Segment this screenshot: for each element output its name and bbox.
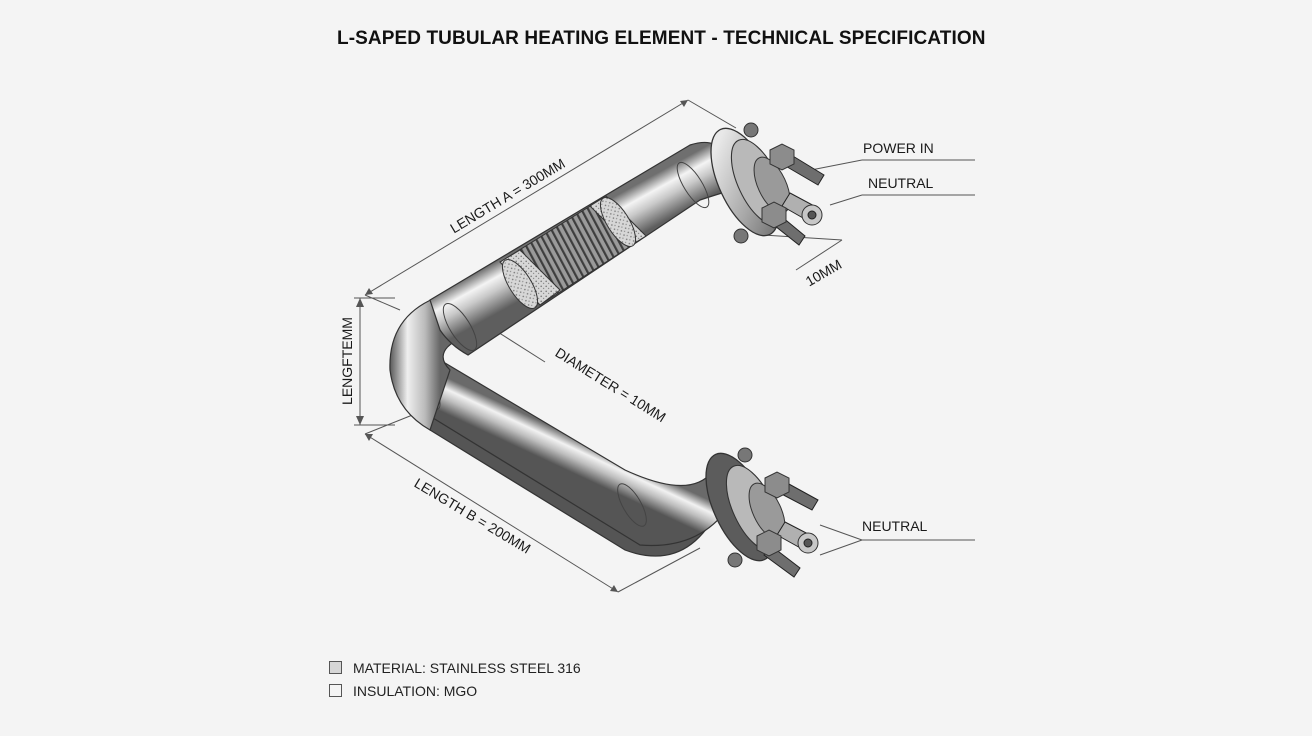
length-side-label: LENGFTEMM: [339, 317, 355, 405]
lower-terminal-assembly: [705, 447, 819, 578]
upper-terminal-assembly: [710, 122, 825, 246]
diagram-title: L-SAPED TUBULAR HEATING ELEMENT - TECHNI…: [337, 28, 986, 49]
tube-lower-leg: [413, 359, 731, 557]
neutral-top-label: NEUTRAL: [868, 175, 934, 191]
dimension-lines: [354, 99, 975, 593]
legend-insulation-label: INSULATION: MGO: [353, 682, 478, 699]
cutaway-section: [499, 195, 647, 309]
diameter-label: DIAMETER = 10MM: [552, 344, 668, 425]
legend-material-label: MATERIAL: STAINLESS STEEL 316: [353, 659, 581, 676]
legend: MATERIAL: STAINLESS STEEL 316 INSULATION…: [329, 656, 581, 702]
dimension-arrowheads: [356, 100, 688, 592]
length-b-label: LENGTH B = 200MM: [412, 475, 534, 557]
material-swatch: [329, 661, 342, 674]
legend-item-insulation: INSULATION: MGO: [329, 679, 581, 702]
legend-item-material: MATERIAL: STAINLESS STEEL 316: [329, 656, 581, 679]
neutral-bottom-label: NEUTRAL: [862, 518, 928, 534]
insulation-swatch: [329, 684, 342, 697]
length-a-label: LENGTH A = 300MM: [447, 155, 568, 236]
power-in-label: POWER IN: [863, 140, 934, 156]
